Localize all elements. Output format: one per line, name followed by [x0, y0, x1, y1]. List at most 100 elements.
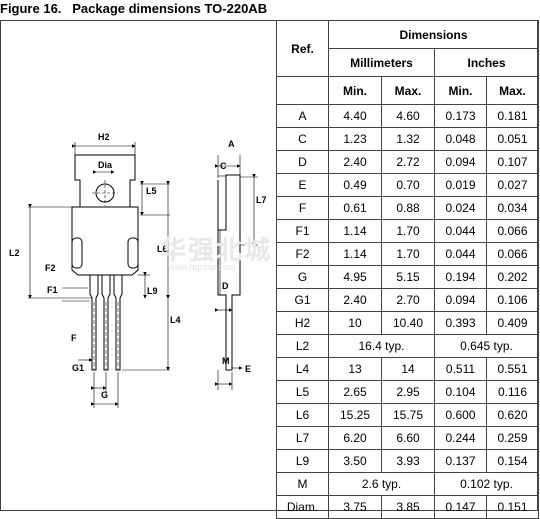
cell-ref: A [276, 104, 329, 128]
label-F: F [71, 333, 77, 343]
cell-ref: L2 [276, 334, 329, 358]
cell-ref: Diam. [276, 495, 329, 519]
header-ref: Ref. [276, 20, 329, 77]
cell-ref: F1 [276, 219, 329, 243]
label-L2: L2 [9, 248, 20, 258]
cell-mm-min: 3.50 [328, 449, 382, 473]
cell-in-min: 0.244 [434, 426, 487, 450]
cell-mm-max: 2.72 [381, 150, 435, 174]
cell-mm-max: 2.70 [381, 288, 435, 312]
cell-in-min: 0.104 [434, 380, 487, 404]
header-inches: Inches [433, 48, 540, 77]
cell-mm-min: 0.49 [328, 173, 382, 197]
label-M: M [222, 356, 230, 366]
label-L4: L4 [170, 315, 181, 325]
header-blank [276, 76, 329, 105]
dimensions-table: Ref. Dimensions Millimeters Inches Min. … [276, 20, 540, 519]
cell-mm-min: 2.65 [328, 380, 382, 404]
cell-mm-max: 10.40 [381, 311, 435, 335]
cell-in-min: 0.044 [434, 219, 487, 243]
label-E: E [245, 364, 251, 374]
cell-in-max: 0.154 [485, 449, 540, 473]
header-mm-min: Min. [328, 76, 382, 105]
header-in-min: Min. [434, 76, 487, 105]
cell-in-max: 0.027 [485, 173, 540, 197]
cell-mm-min: 1.14 [328, 219, 382, 243]
cell-in-min: 0.137 [434, 449, 487, 473]
label-D: D [222, 281, 229, 291]
cell-mm-max: 2.95 [381, 380, 435, 404]
cell-mm-typ: 16.4 typ. [328, 334, 435, 358]
cell-ref: M [276, 472, 329, 496]
cell-ref: G1 [276, 288, 329, 312]
cell-mm-max: 0.88 [381, 196, 435, 220]
label-L9: L9 [147, 286, 158, 296]
label-L6: L6 [157, 244, 168, 254]
cell-in-min: 0.094 [434, 150, 487, 174]
cell-in-min: 0.024 [434, 196, 487, 220]
cell-in-typ: 0.645 typ. [433, 334, 540, 358]
cell-ref: C [276, 127, 329, 151]
cell-mm-min: 13 [328, 357, 382, 381]
label-F1: F1 [47, 285, 58, 295]
cell-mm-max: 4.60 [381, 104, 435, 128]
cell-mm-max: 1.32 [381, 127, 435, 151]
cell-in-min: 0.147 [434, 495, 487, 519]
header-dimensions: Dimensions [327, 20, 540, 49]
cell-mm-max: 3.93 [381, 449, 435, 473]
cell-in-min: 0.393 [434, 311, 487, 335]
cell-in-max: 0.151 [485, 495, 540, 519]
cell-in-max: 0.051 [485, 127, 540, 151]
cell-in-max: 0.181 [485, 104, 540, 128]
cell-mm-max: 14 [381, 357, 435, 381]
cell-in-max: 0.116 [485, 380, 540, 404]
figure-title: Figure 16. Package dimensions TO-220AB [0, 1, 268, 16]
cell-in-min: 0.511 [434, 357, 487, 381]
header-millimeters: Millimeters [328, 48, 435, 77]
cell-in-max: 0.259 [485, 426, 540, 450]
cell-mm-min: 1.14 [328, 242, 382, 266]
cell-ref: H2 [276, 311, 329, 335]
cell-ref: D [276, 150, 329, 174]
cell-ref: L5 [276, 380, 329, 404]
label-L5: L5 [146, 186, 157, 196]
cell-mm-max: 1.70 [381, 242, 435, 266]
cell-in-typ: 0.102 typ. [433, 472, 540, 496]
cell-mm-max: 15.75 [381, 403, 435, 427]
cell-in-min: 0.194 [434, 265, 487, 289]
cell-mm-min: 3.75 [328, 495, 382, 519]
cell-in-max: 0.620 [485, 403, 540, 427]
label-F2: F2 [45, 263, 56, 273]
cell-in-max: 0.107 [485, 150, 540, 174]
cell-ref: F [276, 196, 329, 220]
header-in-max: Max. [485, 76, 540, 105]
cell-ref: L4 [276, 357, 329, 381]
side-view [217, 174, 241, 371]
cell-in-max: 0.066 [485, 242, 540, 266]
cell-in-max: 0.034 [485, 196, 540, 220]
label-H2: H2 [98, 132, 110, 142]
cell-mm-typ: 2.6 typ. [328, 472, 435, 496]
cell-in-min: 0.048 [434, 127, 487, 151]
label-G: G [101, 390, 108, 400]
cell-mm-max: 1.70 [381, 219, 435, 243]
cell-in-max: 0.409 [485, 311, 540, 335]
label-G1: G1 [72, 363, 84, 373]
label-C: C [220, 161, 227, 171]
cell-in-min: 0.019 [434, 173, 487, 197]
label-L7: L7 [256, 195, 267, 205]
cell-in-max: 0.202 [485, 265, 540, 289]
